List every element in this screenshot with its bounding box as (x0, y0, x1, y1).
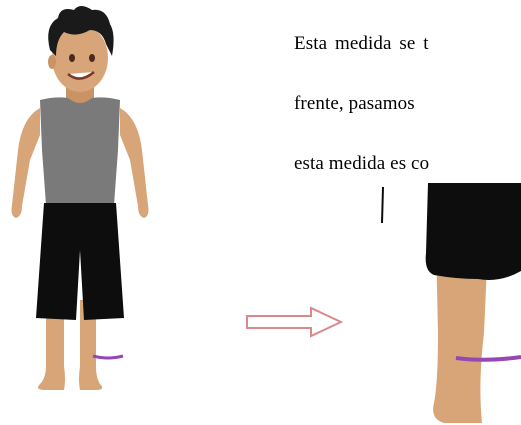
person-arms (11, 108, 149, 218)
person-shirt (40, 97, 120, 205)
right-arrow-icon (246, 306, 343, 338)
person-ankle-band (92, 354, 124, 360)
paragraph-line-1: Esta medida se t (294, 33, 429, 54)
paragraph-line-3: esta medida es co (294, 153, 430, 174)
closeup-leg (433, 243, 488, 423)
person-shorts (36, 203, 124, 320)
person-hair (48, 6, 114, 56)
person-figure (11, 6, 149, 390)
paragraph-line-2: frente, pasamos (294, 93, 415, 114)
person-head (52, 24, 108, 92)
leg-closeup-figure (381, 183, 521, 423)
closeup-shorts (425, 183, 521, 280)
person-legs (38, 300, 103, 390)
closeup-ankle-band (455, 355, 521, 362)
